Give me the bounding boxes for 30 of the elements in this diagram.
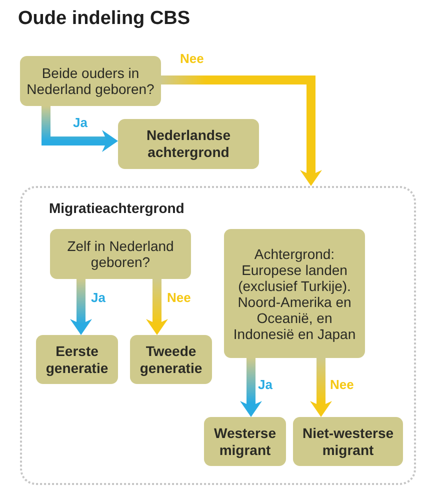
category-box [36, 335, 118, 384]
category-box [204, 417, 286, 466]
category-label: Eerste generatie [44, 342, 110, 376]
category-label: Westerse migrant [212, 424, 277, 458]
category-label: Niet-westerse migrant [301, 424, 395, 458]
edge-label: Ja [89, 290, 108, 305]
decision-box [50, 229, 191, 279]
diagram-title: Oude indeling CBS [18, 7, 190, 31]
arrow [70, 279, 92, 335]
criterion-box [224, 229, 365, 358]
edge-label: Ja [71, 115, 90, 130]
arrow [161, 76, 322, 186]
group-panel [20, 186, 416, 485]
decision-box [20, 56, 161, 106]
edge-label: Ja [256, 377, 274, 392]
category-label: Nederlandse achtergrond [145, 127, 232, 161]
arrow [310, 358, 332, 417]
edge-label: Nee [328, 377, 356, 392]
arrow [240, 358, 262, 417]
category-box [293, 417, 403, 466]
question-text: Beide ouders in Nederland geboren? [26, 65, 156, 97]
category-box [130, 335, 212, 384]
edge-label: Nee [178, 51, 206, 66]
group-heading: Migratieachtergrond [49, 200, 184, 217]
criterion-text: Achtergrond: Europese landen (exclusief Turkije). Noord-Amerika en Oceanië, en Indonesië en Japan [232, 246, 357, 342]
category-box [118, 119, 259, 169]
edge-label: Nee [165, 290, 193, 305]
arrow [146, 279, 168, 335]
question-text: Zelf in Nederland geboren? [66, 238, 175, 270]
category-label: Tweede generatie [138, 342, 204, 376]
